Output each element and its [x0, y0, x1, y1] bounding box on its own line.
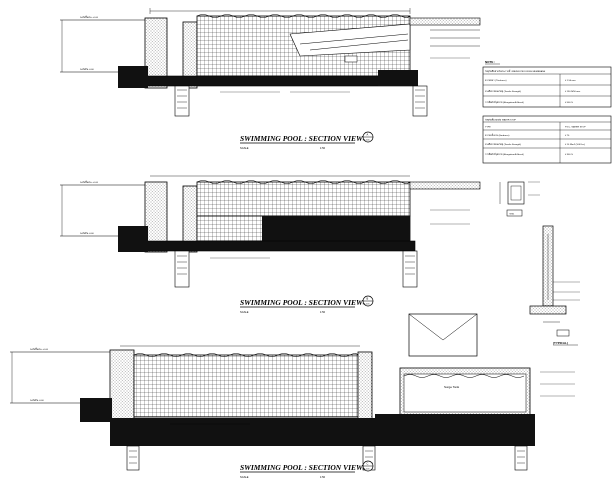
svg-text:ST-101: ST-101: [363, 469, 371, 471]
svg-text:1:50: 1:50: [320, 146, 326, 150]
svg-text:วัสดุกันซึมรอยต่อ WATER STOP: วัสดุกันซึมรอยต่อ WATER STOP: [485, 118, 517, 123]
svg-text:ระดับดิน -0.60: ระดับดิน -0.60: [30, 399, 44, 402]
waterproof-table: วัสดุกันซึมสำหรับสระว่ายน้ำ WATER PROOFI…: [482, 66, 612, 108]
svg-text:≤ 150 N/50 mm.: ≤ 150 N/50 mm.: [565, 90, 581, 93]
svg-text:ST-101: ST-101: [363, 140, 371, 142]
svg-text:≤ 70: ≤ 70: [565, 134, 570, 137]
svg-text:≤ 1.50 mm.: ≤ 1.50 mm.: [565, 79, 576, 82]
svg-text:SCALE: SCALE: [240, 146, 249, 150]
section-a-title-text: SWIMMING POOL : SECTION VIEW: [240, 134, 364, 143]
svg-text:ระดับพื้นสระ +0.00: ระดับพื้นสระ +0.00: [80, 180, 99, 184]
typical-label: (TYPICAL): [553, 341, 568, 345]
svg-text:การยืดตัวที่จุดขาด (Elongation: การยืดตัวที่จุดขาด (Elongation At Break): [485, 100, 524, 105]
waterstop-table: วัสดุกันซึมรอยต่อ WATER STOP TYPE P.V.C.…: [482, 115, 612, 164]
svg-text:ระดับดิน -0.60: ระดับดิน -0.60: [80, 68, 94, 71]
svg-text:≤ 10 N/m2 (100 Ksc): ≤ 10 N/m2 (100 Ksc): [565, 143, 585, 146]
svg-text:P.V.C. WATER STOP: P.V.C. WATER STOP: [565, 126, 586, 129]
svg-text:การยืดตัวที่จุดขาด (Elongation: การยืดตัวที่จุดขาด (Elongation At Break): [485, 152, 524, 157]
svg-text:ST-101: ST-101: [363, 304, 371, 306]
svg-text:SCALE: SCALE: [240, 475, 249, 479]
svg-text:B: B: [367, 297, 369, 301]
wall-joint-detail: (TYPICAL): [529, 225, 580, 346]
svg-text:ระดับพื้นสระ +0.00: ระดับพื้นสระ +0.00: [80, 15, 99, 19]
svg-text:แรงดึงขาดของวัสดุ (Tensile Str: แรงดึงขาดของวัสดุ (Tensile Strength): [485, 89, 521, 94]
section-a-drawing: ระดับพื้นสระ +0.00 ระดับดิน -0.60: [60, 8, 481, 117]
section-c-title-text: SWIMMING POOL : SECTION VIEW: [240, 463, 364, 472]
section-b-drawing: ระดับพื้นสระ +0.00 ระดับดิน -0.60: [60, 175, 481, 288]
svg-text:SCALE: SCALE: [240, 310, 249, 314]
note-heading: NOTE :: [485, 60, 495, 64]
section-c-title: SWIMMING POOL : SECTION VIEW SCALE 1:50 …: [240, 460, 374, 479]
svg-text:A: A: [367, 133, 369, 137]
svg-text:C: C: [367, 462, 369, 466]
surge-tank-label: Surge Tank: [444, 385, 460, 389]
section-b-title-text: SWIMMING POOL : SECTION VIEW: [240, 298, 364, 307]
section-a-title: SWIMMING POOL : SECTION VIEW SCALE 1:50 …: [240, 131, 374, 150]
svg-text:แรงดึงขาดของวัสดุ (Tensile Str: แรงดึงขาดของวัสดุ (Tensile Strength): [485, 142, 521, 147]
svg-text:วัสดุกันซึมสำหรับสระว่ายน้ำ WA: วัสดุกันซึมสำหรับสระว่ายน้ำ WATER PROOFI…: [485, 69, 546, 74]
note-block: NOTE : วัสดุกันซึมสำหรับสระว่ายน้ำ WATER…: [482, 60, 612, 164]
svg-text:1:50: 1:50: [320, 475, 326, 479]
svg-text:≤ 500 %: ≤ 500 %: [565, 101, 573, 104]
ws-label: WS1: [510, 214, 516, 216]
svg-text:TYPE: TYPE: [485, 127, 491, 129]
svg-text:≤ 300 %: ≤ 300 %: [565, 153, 573, 156]
section-b-title: SWIMMING POOL : SECTION VIEW SCALE 1:50 …: [240, 295, 374, 314]
svg-text:ระดับพื้นสระ +0.00: ระดับพื้นสระ +0.00: [30, 347, 49, 351]
svg-text:1:50: 1:50: [320, 310, 326, 314]
waterstop-profile-detail: WS1: [499, 181, 540, 217]
svg-text:ระดับดิน -0.60: ระดับดิน -0.60: [80, 232, 94, 235]
svg-text:ความหนา (Thickness): ความหนา (Thickness): [485, 79, 507, 82]
svg-text:ความแข็งแรง (Hardness): ความแข็งแรง (Hardness): [485, 132, 510, 137]
section-c-drawing: ระดับพื้นสระ +0.00 ระดับดิน -0.60 Surge …: [10, 313, 575, 471]
